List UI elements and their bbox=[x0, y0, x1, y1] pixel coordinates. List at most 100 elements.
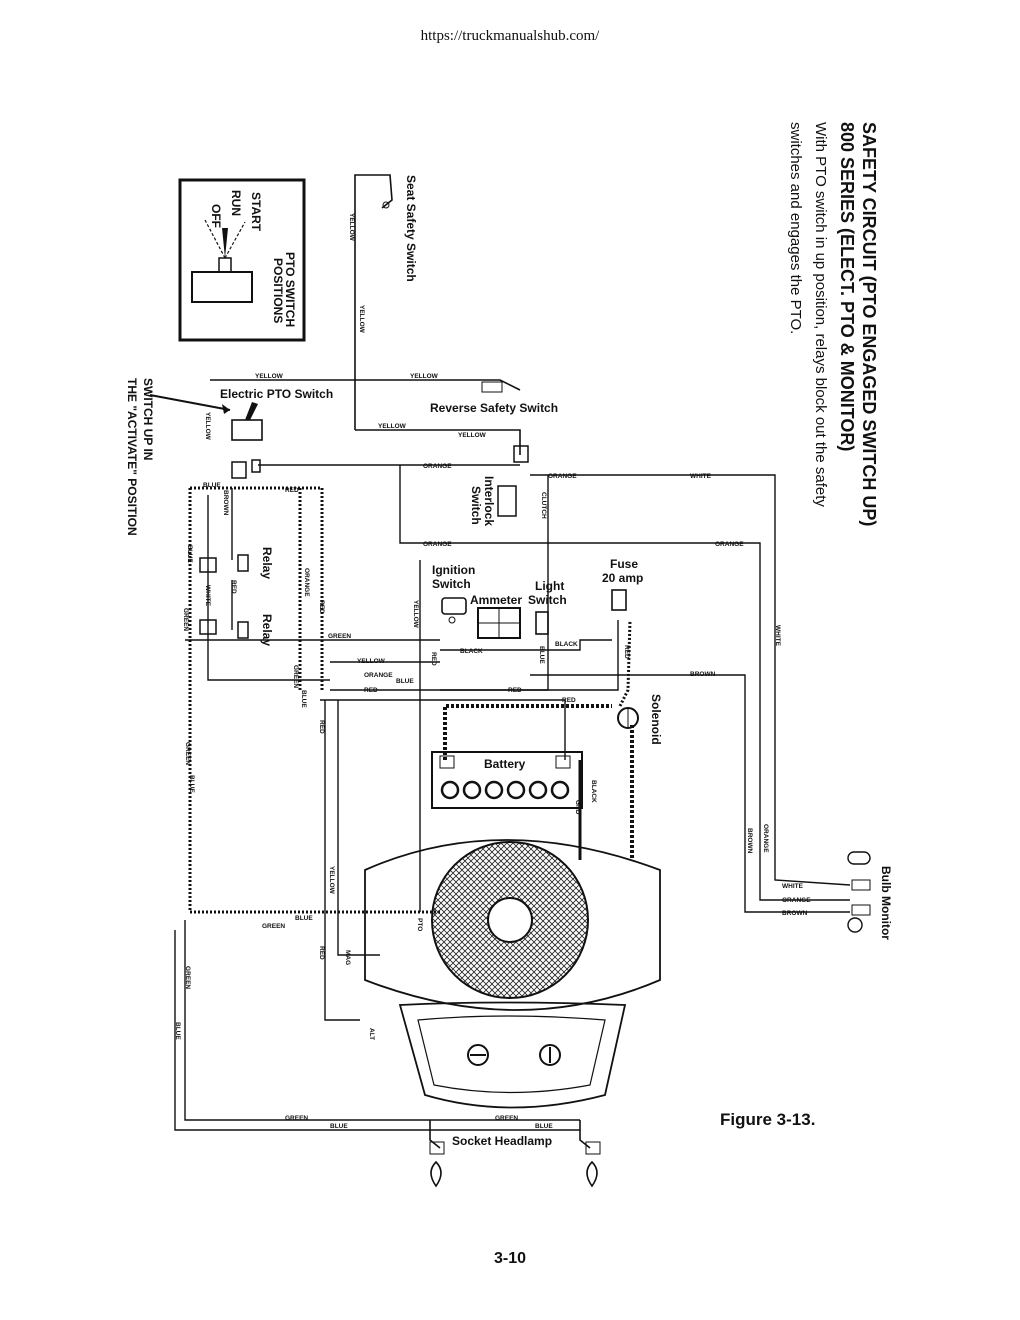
relay1-label: Relay bbox=[260, 547, 274, 579]
wire-tag-red-6: RED bbox=[562, 697, 576, 704]
wire-tag-brown-4: BROWN bbox=[222, 490, 229, 516]
page-number: 3-10 bbox=[493, 1250, 527, 1267]
light-switch-label1: Light bbox=[535, 579, 564, 593]
wire-tag-yellow-4: YELLOW bbox=[458, 432, 487, 439]
wire-tag-blue-8: BLUE bbox=[330, 1123, 348, 1130]
relay2-label: Relay bbox=[260, 614, 274, 646]
relay-harness bbox=[174, 459, 440, 1131]
fuse-label1: Fuse bbox=[610, 557, 638, 571]
alt-terminal-label: ALT bbox=[368, 1028, 375, 1040]
figure-caption: Figure 3-13. bbox=[720, 1110, 816, 1129]
wire-tag-orange-6: ORANGE bbox=[303, 568, 310, 597]
wire-tag-orange-1: ORANGE bbox=[423, 463, 452, 470]
wire-tag-blue-6: BLUE bbox=[295, 915, 313, 922]
wire-tag-blue-9: BLUE bbox=[535, 1123, 553, 1130]
ignition-switch bbox=[441, 597, 467, 624]
wire-tag-red-8: RED bbox=[430, 652, 437, 666]
wire-tag-red-2: RED bbox=[318, 600, 325, 614]
wire-tag-blue-7: BLUE bbox=[174, 1022, 181, 1040]
seat-safety-switch bbox=[354, 174, 393, 430]
wire-tag-yellow-2: YELLOW bbox=[410, 373, 439, 380]
wire-tag-blue-2: BLUE bbox=[186, 545, 193, 563]
mag-terminal-label: MAG bbox=[344, 950, 351, 965]
light-switch bbox=[535, 611, 549, 635]
wire-tag-black-3: BLACK bbox=[590, 780, 597, 803]
interlock-switch-label1: Interlock bbox=[482, 476, 496, 526]
ammeter-label: Ammeter bbox=[470, 593, 522, 607]
wire-tag-blue-3: BLUE bbox=[396, 678, 414, 685]
ammeter bbox=[477, 607, 521, 639]
wire-orange-long bbox=[399, 465, 850, 901]
pto-positions-title2: POSITIONS bbox=[271, 258, 285, 323]
wire-tag-brown-3: BROWN bbox=[782, 910, 808, 917]
electric-pto-switch-label: Electric PTO Switch bbox=[220, 387, 333, 401]
wire-tag-orange-7: ORANGE bbox=[762, 824, 769, 853]
clutch-label: CLUTCH bbox=[540, 492, 547, 519]
battery-label: Battery bbox=[484, 757, 526, 771]
wire-tag-green-6: GREEN bbox=[184, 966, 191, 989]
ignition-switch-label2: Switch bbox=[432, 577, 471, 591]
bulb-monitor-label: Bulb Monitor bbox=[879, 866, 893, 940]
wire-black-panel bbox=[440, 639, 612, 651]
reverse-safety-switch-label: Reverse Safety Switch bbox=[430, 401, 558, 415]
wire-tag-brown-2: BROWN bbox=[746, 828, 753, 854]
wire-mag bbox=[337, 700, 380, 956]
wire-red-alt bbox=[324, 700, 360, 1021]
wire-tag-red-10: RED bbox=[318, 946, 325, 960]
wire-yellow-main bbox=[210, 379, 521, 391]
wire-tag-black-1: BLACK bbox=[555, 641, 578, 648]
wire-red-panel bbox=[330, 620, 619, 691]
wire-tag-white-1: WHITE bbox=[690, 473, 712, 480]
battery bbox=[431, 751, 583, 809]
wire-tag-orange-3: ORANGE bbox=[423, 541, 452, 548]
wire-tag-yellow-8: YELLOW bbox=[412, 600, 419, 629]
wire-tag-white-2: WHITE bbox=[774, 625, 781, 647]
wire-tag-yellow-1: YELLOW bbox=[255, 373, 284, 380]
wire-red-solenoid bbox=[320, 699, 566, 760]
wire-brown bbox=[530, 674, 850, 913]
wire-tag-green-8: GREEN bbox=[495, 1115, 518, 1122]
pto-positions-title1: PTO SWITCH bbox=[283, 252, 297, 327]
ignition-switch-label1: Ignition bbox=[432, 563, 475, 577]
seat-safety-switch-label: Seat Safety Switch bbox=[404, 175, 418, 282]
pos-off-label: OFF bbox=[209, 204, 223, 228]
wire-tag-green-3: GREEN bbox=[292, 665, 299, 688]
cable-battery-solenoid bbox=[443, 704, 612, 760]
wire-tag-green-4: GREEN bbox=[184, 742, 191, 765]
wire-tag-orange-5: ORANGE bbox=[364, 672, 393, 679]
reverse-switch-body bbox=[481, 381, 503, 393]
pto-terminal-label: PTO bbox=[416, 918, 423, 931]
solenoid-label: Solenoid bbox=[649, 694, 663, 745]
wire-yellow-reverse bbox=[355, 429, 521, 455]
wire-tag-yellow-6: YELLOW bbox=[358, 305, 365, 334]
wire-tag-red-1: RED bbox=[285, 487, 299, 494]
wire-tag-red-7: RED bbox=[623, 645, 630, 659]
wire-tag-blue-4: BLUE bbox=[300, 690, 307, 708]
wire-headlamp-bridge bbox=[430, 1119, 580, 1131]
socket-headlamp-left bbox=[429, 1120, 445, 1188]
socket-headlamp-right bbox=[579, 1120, 601, 1188]
wire-tag-yellow-5: YELLOW bbox=[348, 213, 355, 242]
light-switch-label2: Switch bbox=[528, 593, 567, 607]
fuse bbox=[611, 589, 627, 611]
fuse-label2: 20 amp bbox=[602, 571, 643, 585]
electric-pto-switch bbox=[149, 394, 263, 441]
reverse-connector bbox=[513, 445, 529, 463]
wire-tag-orange-2: ORANGE bbox=[548, 473, 577, 480]
switch-up-line1: SWITCH UP IN bbox=[141, 378, 155, 460]
wire-tag-red-3: RED bbox=[230, 580, 237, 594]
pos-run-label: RUN bbox=[229, 190, 243, 216]
interlock-switch-label2: Switch bbox=[469, 486, 483, 525]
wire-tag-black-2: BLACK bbox=[460, 648, 483, 655]
switch-up-line2: THE "ACTIVATE" POSITION bbox=[125, 378, 139, 536]
header-url: https://truckmanualshub.com/ bbox=[420, 28, 600, 44]
wire-tag-blue-10: BLUE bbox=[538, 646, 545, 664]
wire-tag-green-1: GREEN bbox=[328, 633, 351, 640]
interlock-switch-body bbox=[497, 485, 517, 517]
engine bbox=[364, 839, 661, 1109]
wire-tag-yellow-7: YELLOW bbox=[204, 412, 211, 441]
wire-tag-green-2: GREEN bbox=[182, 608, 189, 631]
wire-tag-red-9: RED bbox=[318, 720, 325, 734]
wire-white bbox=[530, 474, 851, 886]
